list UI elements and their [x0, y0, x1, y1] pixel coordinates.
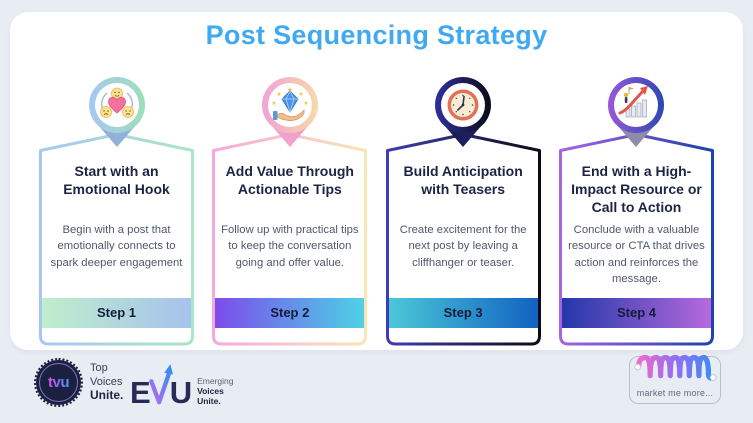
step-bar: [561, 298, 711, 328]
card-description: Create excitement for the next post by l…: [399, 224, 527, 269]
mmm-tagline: market me more...: [636, 388, 714, 398]
card-outline: [385, 133, 541, 346]
clock-icon: [447, 89, 479, 121]
card-title: End with a High-Impact Resource or Call …: [571, 163, 702, 216]
card-title: Add Value Through Actionable Tips: [225, 163, 354, 198]
step-bar: [388, 298, 538, 328]
card-description: Follow up with practical tips to keep th…: [221, 224, 359, 269]
card-title: Start with an Emotional Hook: [63, 163, 170, 198]
card-outline: [39, 133, 194, 346]
mmm-squiggle-icon: [634, 354, 717, 381]
map-pin: [435, 77, 492, 147]
svg-text:★: ★: [287, 86, 293, 94]
svg-text:★: ★: [271, 100, 276, 107]
emerging-voices-unite-logo: E U Emerging Voices Unite.: [130, 358, 233, 408]
tvu-line-unite: Unite.: [90, 388, 124, 403]
step-bar: [42, 298, 191, 328]
evu-letter-u: U: [169, 375, 192, 410]
evu-line-unite: Unite.: [197, 396, 221, 406]
svg-text:★: ★: [298, 91, 303, 98]
emotions-heart-icon: [99, 87, 134, 118]
step-label: Step 2: [270, 305, 310, 320]
diamond-hand-icon: ★ ★ ★ ★ ★: [271, 86, 309, 121]
tvu-badge-icon: tvu: [34, 358, 83, 407]
step-card-2: ★ ★ ★ ★ ★ Add Value Through Actionable T…: [211, 75, 368, 348]
map-pin: [88, 77, 145, 147]
market-me-more-logo: market me more...: [629, 354, 721, 404]
card-outline: [212, 133, 368, 346]
evu-letter-e: E: [130, 375, 151, 410]
step-bar: [215, 298, 365, 328]
map-pin: ★ ★ ★ ★ ★: [261, 77, 318, 147]
card-outline: [558, 133, 714, 346]
step-card-4: End with a High-Impact Resource or Call …: [558, 75, 715, 348]
map-pin: [608, 77, 665, 147]
top-voices-unite-logo: tvu Top Voices Unite.: [34, 358, 123, 407]
growth-chart-icon: [618, 86, 649, 118]
step-label: Step 4: [616, 305, 656, 320]
card-description: Begin with a post that emotionally conne…: [50, 224, 183, 269]
tvu-line-voices: Voices: [90, 375, 123, 388]
card-description: Conclude with a valuable resource or CTA…: [568, 224, 705, 286]
step-label: Step 3: [443, 305, 483, 320]
infographic-title: Post Sequencing Strategy: [205, 20, 548, 50]
step-card-1: Start with an Emotional Hook Begin with …: [38, 75, 195, 348]
svg-text:★: ★: [303, 100, 308, 107]
evu-line-voices: Voices: [197, 386, 224, 396]
tvu-line-top: Top: [90, 362, 108, 375]
evu-line-emerging: Emerging: [197, 376, 234, 386]
steps-row: Start with an Emotional Hook Begin with …: [38, 75, 715, 348]
evu-arrow-v-icon: [148, 364, 173, 405]
step-card-3: Build Anticipation with Teasers Create e…: [385, 75, 542, 348]
step-label: Step 1: [96, 305, 136, 320]
card-title: Build Anticipation with Teasers: [403, 163, 523, 198]
svg-text:★: ★: [276, 91, 281, 98]
tvu-monogram: tvu: [48, 374, 70, 391]
